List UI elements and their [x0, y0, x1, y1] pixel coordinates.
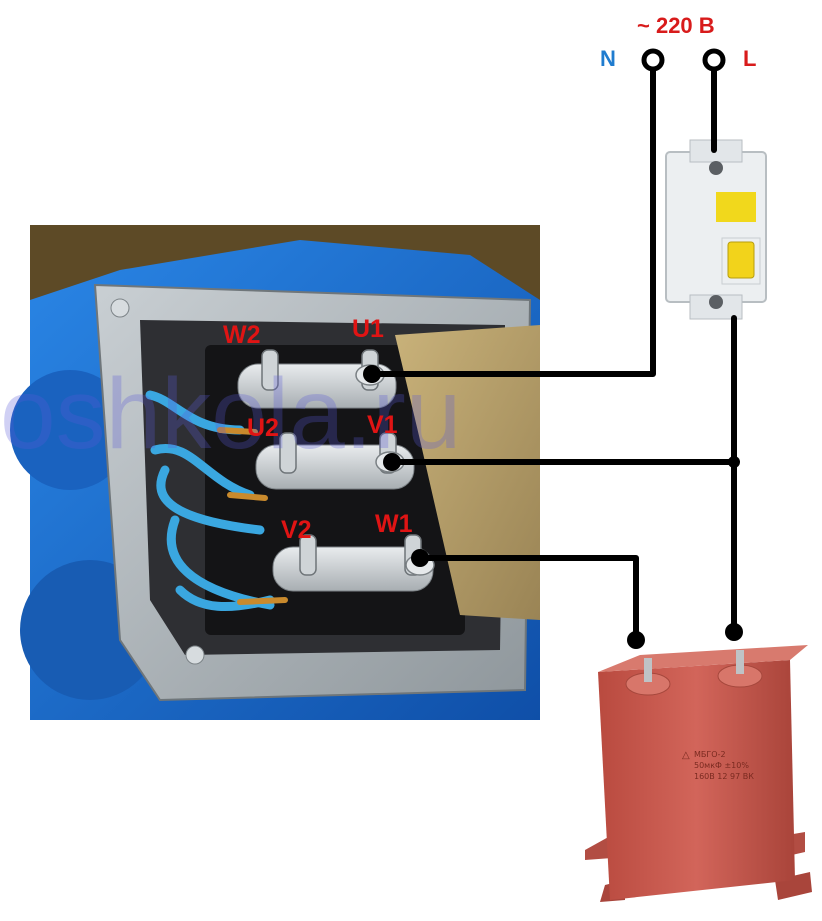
capacitor-marking-line-2: 50мкФ ±10% — [694, 761, 749, 770]
terminal-label-w2: W2 — [223, 321, 261, 349]
terminal-label-v1: V1 — [367, 411, 398, 439]
copper-lead-ends — [217, 427, 288, 605]
wire-w1-to-capacitor — [417, 555, 639, 635]
box-screw-icon — [185, 645, 205, 665]
motor-flange — [10, 370, 130, 490]
connection-dots — [363, 365, 743, 649]
breaker-top-screw-icon — [709, 161, 723, 175]
wire-end-dot — [725, 623, 743, 641]
terminal-label-u2: U2 — [247, 414, 279, 442]
circuit-breaker — [665, 139, 767, 320]
junction-dot — [728, 456, 740, 468]
terminal-stud — [299, 534, 317, 576]
capacitor-marking-line-3: 160В 12 97 ВК — [694, 772, 754, 781]
capacitor-terminal-stud — [644, 658, 652, 682]
capacitor-marking-line-1: МБГО-2 — [694, 750, 726, 759]
wire-neutral-to-u1 — [369, 59, 656, 377]
capacitor-body — [598, 660, 795, 900]
capacitor-mount-foot — [585, 835, 612, 860]
terminal-label-w1: W1 — [375, 510, 413, 538]
wires — [369, 59, 737, 635]
terminal-label-v2: V2 — [281, 516, 312, 544]
breaker-brand-plate — [716, 192, 756, 222]
capacitor-warning-icon: △ — [682, 750, 690, 761]
breaker-lever-slot — [721, 237, 761, 285]
brass-plate — [395, 325, 540, 620]
terminal-stud — [279, 432, 297, 474]
supply-voltage-label: ~ 220 В — [637, 13, 715, 38]
breaker-lever — [727, 241, 755, 279]
breaker-bottom-screw-icon — [709, 295, 723, 309]
box-screw-icon — [110, 298, 130, 318]
neutral-terminal-icon — [641, 48, 665, 72]
wire-end-dot — [363, 365, 381, 383]
capacitor-terminal-stud — [736, 650, 744, 674]
motor-terminal-box — [10, 225, 540, 720]
terminal-stud — [261, 349, 279, 391]
wire-end-dot — [383, 453, 401, 471]
neutral-label: N — [600, 46, 616, 71]
line-label: L — [743, 46, 756, 71]
wire-end-dot — [627, 631, 645, 649]
capacitor: △ МБГО-2 50мкФ ±10% 160В 12 97 ВК — [585, 645, 812, 902]
wire-end-dot — [411, 549, 429, 567]
terminal-label-u1: U1 — [352, 315, 384, 343]
line-terminal-icon — [702, 48, 726, 72]
terminal-labels: W2 U1 U2 V1 V2 W1 — [223, 315, 413, 544]
